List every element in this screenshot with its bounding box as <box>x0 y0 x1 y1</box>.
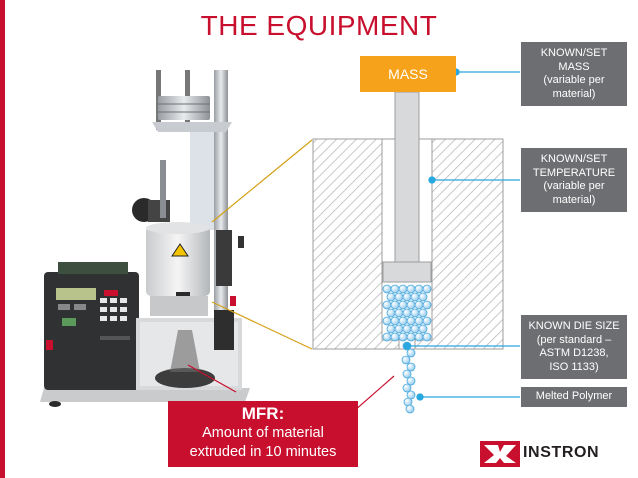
polymer-bead <box>390 332 400 342</box>
polymer-bead <box>406 376 416 386</box>
polymer-bead <box>394 292 404 302</box>
polymer-bead <box>414 300 424 310</box>
polymer-bead <box>382 332 392 342</box>
polymer-bead <box>382 300 392 310</box>
melted-polymer-callout: Melted Polymer <box>521 387 627 407</box>
polymer-bead <box>394 308 404 318</box>
mfr-heading: MFR: <box>241 404 285 423</box>
mfr-pointer-top <box>187 364 237 393</box>
mass-callout-text: KNOWN/SET MASS (variable per material) <box>540 47 608 100</box>
polymer-bead <box>402 292 412 302</box>
machine-base <box>40 388 250 402</box>
instron-logo-mark <box>480 441 520 467</box>
temperature-callout: KNOWN/SET TEMPERATURE (variable per mate… <box>521 148 627 212</box>
polymer-bead <box>422 284 432 294</box>
polymer-bead <box>401 355 411 365</box>
polymer-bead <box>398 332 408 342</box>
polymer-bead <box>402 308 412 318</box>
polymer-bead <box>386 324 396 334</box>
heated-barrel <box>146 226 210 296</box>
polymer-bead <box>382 284 392 294</box>
polymer-bead <box>406 300 416 310</box>
polymer-bead <box>390 300 400 310</box>
zoom-line-bottom <box>211 301 313 350</box>
polymer-bead <box>386 308 396 318</box>
polymer-bead <box>390 284 400 294</box>
polymer-bead <box>422 300 432 310</box>
weights <box>158 96 210 120</box>
polymer-bead <box>418 308 428 318</box>
polymer-bead <box>402 369 412 379</box>
polymer-bead <box>406 316 416 326</box>
polymer-bead <box>402 324 412 334</box>
mass-block: MASS <box>360 56 456 92</box>
polymer-bead <box>418 324 428 334</box>
instron-logo-text: INSTRON <box>523 444 600 461</box>
polymer-beads <box>382 284 432 414</box>
polymer-bead <box>394 324 404 334</box>
mass-callout: KNOWN/SET MASS (variable per material) <box>521 42 627 106</box>
polymer-bead <box>410 324 420 334</box>
polymer-bead <box>418 292 428 302</box>
polymer-bead <box>406 284 416 294</box>
polymer-bead <box>398 316 408 326</box>
polymer-bead <box>414 316 424 326</box>
melt-flow-tester-illustration <box>40 70 250 407</box>
polymer-bead <box>406 332 416 342</box>
polymer-bead <box>382 316 392 326</box>
polymer-bead <box>406 362 416 372</box>
polymer-bead <box>414 284 424 294</box>
temperature-callout-text: KNOWN/SET TEMPERATURE (variable per mate… <box>532 153 616 206</box>
zoom-line-top <box>211 139 313 223</box>
polymer-bead <box>422 316 432 326</box>
mfr-line-2: extruded in 10 minutes <box>189 444 337 460</box>
die-size-callout: KNOWN DIE SIZE (per standard – ASTM D123… <box>521 315 627 379</box>
polymer-bead <box>386 292 396 302</box>
polymer-bead <box>398 300 408 310</box>
die-size-callout-text: KNOWN DIE SIZE (per standard – ASTM D123… <box>528 320 620 373</box>
cross-section-diagram <box>312 91 504 414</box>
polymer-bead <box>398 284 408 294</box>
polymer-bead <box>414 332 424 342</box>
polymer-bead <box>410 308 420 318</box>
polymer-bead <box>390 316 400 326</box>
accent-bar <box>0 0 5 478</box>
mfr-line-1: Amount of material <box>202 425 324 441</box>
polymer-bead <box>410 292 420 302</box>
page-title: THE EQUIPMENT <box>200 10 438 41</box>
polymer-bead <box>406 348 416 358</box>
melted-polymer-callout-text: Melted Polymer <box>535 390 613 403</box>
polymer-bead <box>405 404 415 414</box>
polymer-bead <box>422 332 432 342</box>
polymer-bead <box>402 383 412 393</box>
callout-pointers <box>403 68 520 401</box>
piston-head <box>382 261 432 283</box>
piston-rod <box>394 91 420 263</box>
lcd-display <box>56 288 96 300</box>
mfr-box: MFR: Amount of material extruded in 10 m… <box>168 401 358 467</box>
